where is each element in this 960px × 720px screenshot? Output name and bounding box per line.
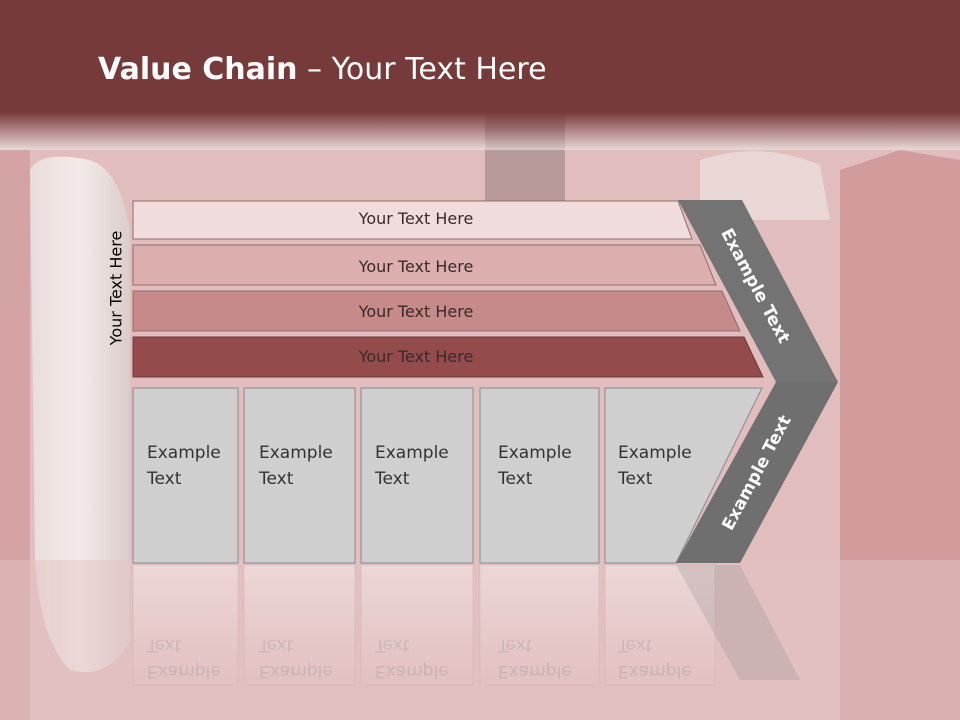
bar-2 [132,244,717,286]
bar-2-label: Your Text Here [358,257,474,276]
box-3 [360,387,474,564]
box-2 [243,387,356,564]
box-1 [132,387,239,564]
chevron-upper [678,200,838,382]
bar-1-label: Your Text Here [358,209,474,228]
bar-4-label: Your Text Here [358,347,474,366]
bar-4 [132,336,764,378]
slide-title: Value Chain – Your Text Here [98,52,547,87]
bar-3 [132,290,741,332]
bar-3-label: Your Text Here [358,302,474,321]
bar-1 [132,200,693,240]
box-4 [479,387,600,564]
chevron-reflection [676,565,800,680]
chevron-lower [676,382,838,563]
header-band [0,0,960,150]
